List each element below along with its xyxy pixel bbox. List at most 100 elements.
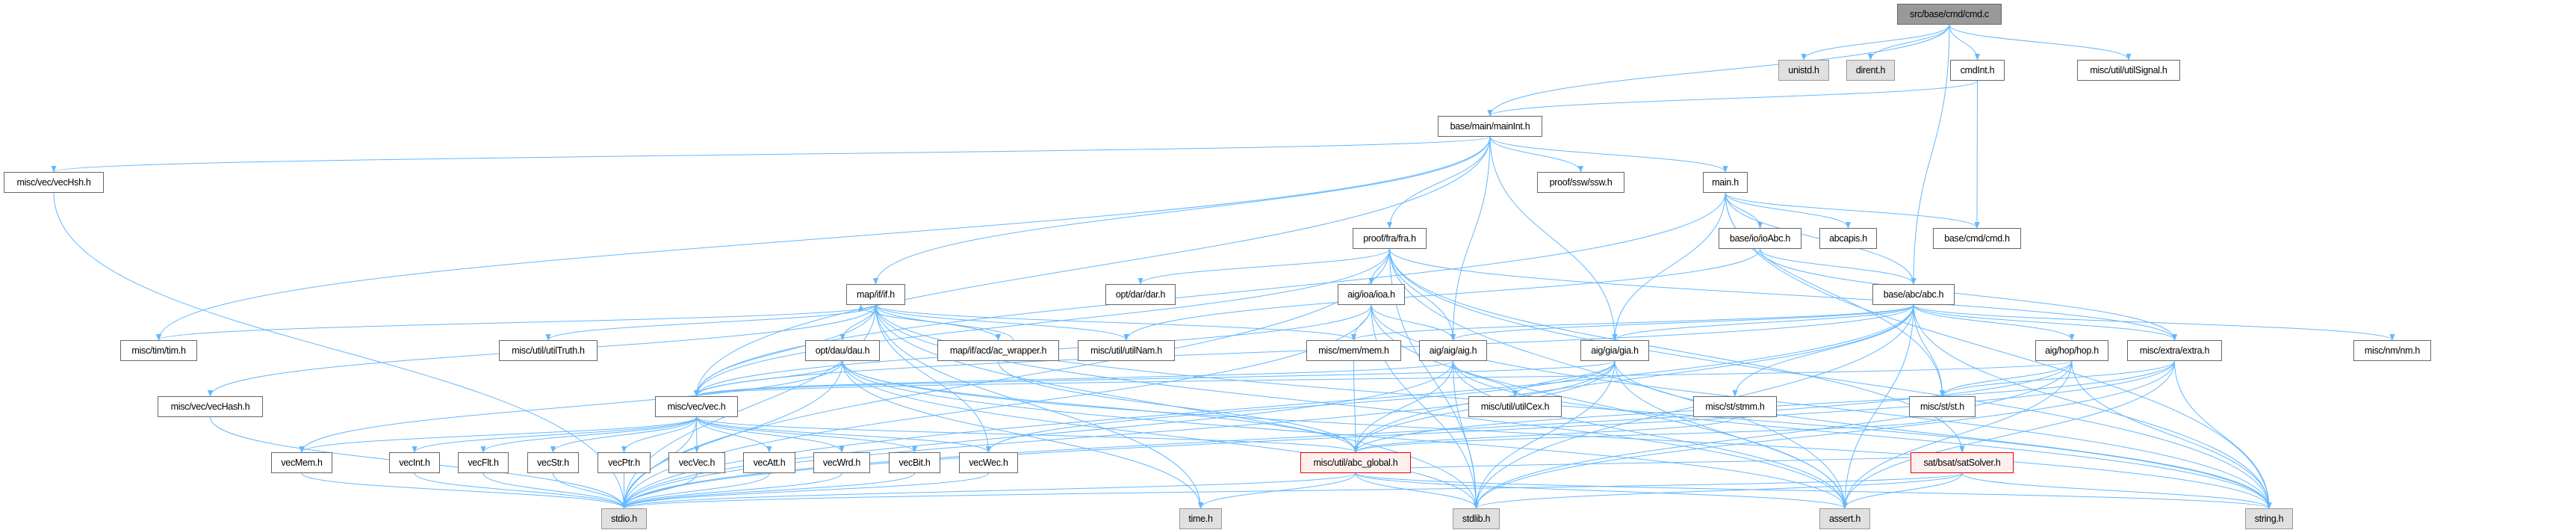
node-nm[interactable]: misc/nm/nm.h xyxy=(2353,340,2431,361)
edge-satSolver-to-stdio xyxy=(621,472,1963,509)
node-utilCex[interactable]: misc/util/utilCex.h xyxy=(1468,396,1562,417)
edge-aig-to-vec xyxy=(694,360,1453,397)
edge-ifh-to-utilNam xyxy=(875,304,1129,341)
edge-ioAbc-to-abch xyxy=(1760,248,1917,285)
edge-dau-to-vec xyxy=(693,360,843,397)
edge-aig-to-abcGlobal xyxy=(1353,360,1453,453)
node-dau[interactable]: opt/dau/dau.h xyxy=(805,340,880,361)
edge-mainInt-to-fra xyxy=(1386,136,1491,229)
edge-vec-to-vecAtt xyxy=(696,416,772,453)
node-stdio[interactable]: stdio.h xyxy=(601,508,647,529)
node-vecFlt[interactable]: vecFlt.h xyxy=(458,452,509,473)
edge-vec-to-abcGlobal xyxy=(696,416,1359,453)
node-extra[interactable]: misc/extra/extra.h xyxy=(2127,340,2222,361)
edge-satSolver-to-assert xyxy=(1842,472,1963,509)
edge-ifh-to-mem xyxy=(875,304,1356,341)
edge-cmdInt-to-cmdh xyxy=(1974,80,1980,229)
node-ifh[interactable]: map/if/if.h xyxy=(846,284,905,305)
node-cmdInt[interactable]: cmdInt.h xyxy=(1950,60,2005,81)
node-vecHsh[interactable]: misc/vec/vecHsh.h xyxy=(4,172,104,193)
edge-mainh-to-vec xyxy=(693,192,1726,397)
node-time[interactable]: time.h xyxy=(1179,508,1222,529)
edge-extra-to-stdio xyxy=(621,360,2175,509)
node-dirent[interactable]: dirent.h xyxy=(1846,60,1895,81)
node-vecInt[interactable]: vecInt.h xyxy=(389,452,440,473)
edge-cmdc-to-utilSignal xyxy=(1949,24,2132,61)
edge-ioAbc-to-extra xyxy=(1760,248,2178,341)
edge-vecAtt-to-stdio xyxy=(621,472,770,509)
node-string[interactable]: string.h xyxy=(2245,508,2293,529)
edge-vec-to-vecWrd xyxy=(696,416,845,453)
node-vecWec[interactable]: vecWec.h xyxy=(959,452,1018,473)
node-utilSignal[interactable]: misc/util/utilSignal.h xyxy=(2077,60,2180,81)
node-cmdh[interactable]: base/cmd/cmd.h xyxy=(1933,228,2021,249)
edge-satSolver-to-abcGlobal xyxy=(1338,452,1978,474)
node-ioa[interactable]: aig/ioa/ioa.h xyxy=(1338,284,1405,305)
edge-fra-to-dar xyxy=(1138,248,1390,285)
node-vecStr[interactable]: vecStr.h xyxy=(527,452,579,473)
node-unistd[interactable]: unistd.h xyxy=(1778,60,1829,81)
node-utilNam[interactable]: misc/util/utilNam.h xyxy=(1078,340,1175,361)
node-vecHash[interactable]: misc/vec/vecHash.h xyxy=(158,396,263,417)
edge-mainInt-to-mainh xyxy=(1489,136,1728,173)
edge-ioa-to-mem xyxy=(1350,304,1372,341)
node-satSolver[interactable]: sat/bsat/satSolver.h xyxy=(1911,452,2014,473)
edge-st-to-abcGlobal xyxy=(1353,416,1943,453)
edge-vecBit-to-stdio xyxy=(621,472,915,509)
edge-mainInt-to-vec xyxy=(693,136,1491,397)
node-ssw[interactable]: proof/ssw/ssw.h xyxy=(1537,172,1624,193)
edge-ifh-to-tim xyxy=(156,304,876,341)
node-tim[interactable]: misc/tim/tim.h xyxy=(120,340,197,361)
edge-stmm-to-abcGlobal xyxy=(1353,416,1736,453)
edge-mainInt-to-ssw xyxy=(1489,136,1584,173)
node-utilTruth[interactable]: misc/util/utilTruth.h xyxy=(499,340,598,361)
node-assert[interactable]: assert.h xyxy=(1819,508,1870,529)
edge-abcGlobal-to-assert xyxy=(1355,472,1848,509)
node-vecVec[interactable]: vecVec.h xyxy=(668,452,725,473)
edge-abcGlobal-to-string xyxy=(1355,472,2272,509)
node-aig[interactable]: aig/aig/aig.h xyxy=(1419,340,1487,361)
edge-extra-to-stdlib xyxy=(1473,360,2175,509)
node-abch[interactable]: base/abc/abc.h xyxy=(1872,284,1955,305)
edge-ifh-to-vec xyxy=(693,304,876,397)
node-cmdc[interactable]: src/base/cmd/cmd.c xyxy=(1897,4,2002,25)
node-abcGlobal[interactable]: misc/util/abc_global.h xyxy=(1300,452,1411,473)
node-dar[interactable]: opt/dar/dar.h xyxy=(1105,284,1176,305)
node-mainh[interactable]: main.h xyxy=(1703,172,1748,193)
edge-cmdc-to-unistd xyxy=(1801,24,1950,61)
edge-cmdc-to-abch xyxy=(1911,24,1950,285)
node-abcapis[interactable]: abcapis.h xyxy=(1819,228,1877,249)
edge-abch-to-hop xyxy=(1913,304,2075,341)
node-vecBit[interactable]: vecBit.h xyxy=(889,452,940,473)
edge-abch-to-aig xyxy=(1450,304,1914,341)
edge-fra-to-vec xyxy=(693,248,1390,397)
edge-gia-to-vecWec xyxy=(986,360,1616,453)
edge-hop-to-string xyxy=(2071,360,2272,509)
node-mainInt[interactable]: base/main/mainInt.h xyxy=(1438,116,1542,137)
node-st[interactable]: misc/st/st.h xyxy=(1909,396,1976,417)
node-vecWrd[interactable]: vecWrd.h xyxy=(813,452,870,473)
node-vecPtr[interactable]: vecPtr.h xyxy=(598,452,651,473)
node-vec[interactable]: misc/vec/vec.h xyxy=(655,396,738,417)
edge-hop-to-assert xyxy=(1842,360,2073,509)
node-vecAtt[interactable]: vecAtt.h xyxy=(743,452,795,473)
node-hop[interactable]: aig/hop/hop.h xyxy=(2035,340,2108,361)
node-fra[interactable]: proof/fra/fra.h xyxy=(1353,228,1427,249)
edge-abch-to-extra xyxy=(1913,304,2177,341)
edge-acw-to-ifh xyxy=(857,304,1014,341)
edge-vec-to-vecWec xyxy=(696,416,991,453)
node-gia[interactable]: aig/gia/gia.h xyxy=(1580,340,1649,361)
edge-abch-to-st xyxy=(1913,304,1946,397)
node-stmm[interactable]: misc/st/stmm.h xyxy=(1693,396,1777,417)
node-ioAbc[interactable]: base/io/ioAbc.h xyxy=(1719,228,1801,249)
edge-fra-to-string xyxy=(1389,248,2272,509)
edge-mainInt-to-tim xyxy=(156,136,1491,341)
node-mem[interactable]: misc/mem/mem.h xyxy=(1306,340,1401,361)
edge-abcGlobal-to-stdlib xyxy=(1355,472,1480,509)
edge-vec-to-vecVec xyxy=(694,416,700,453)
node-vecMem[interactable]: vecMem.h xyxy=(271,452,332,473)
edge-fra-to-extra xyxy=(1389,248,2177,341)
node-acw[interactable]: map/if/acd/ac_wrapper.h xyxy=(937,340,1059,361)
node-stdlib[interactable]: stdlib.h xyxy=(1453,508,1500,529)
edge-vec-to-vecBit xyxy=(696,416,917,453)
